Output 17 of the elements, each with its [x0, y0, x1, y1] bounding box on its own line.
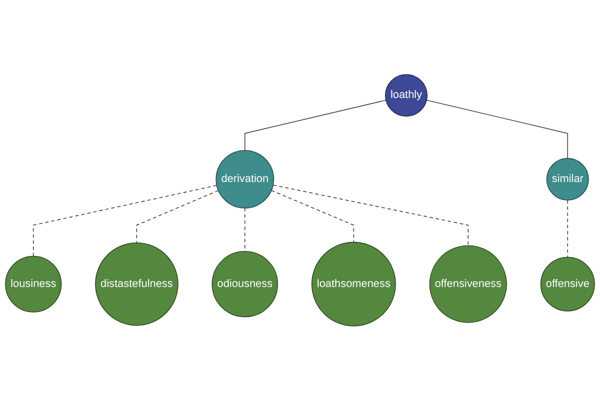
connector [244, 100, 386, 151]
node-circle: derivation [216, 150, 274, 208]
connector [244, 208, 246, 252]
node-circle: offensive [540, 256, 595, 312]
node-circle: loathsomeness [311, 242, 396, 326]
node-circle: loathly [385, 74, 428, 116]
node-circle: lousiness [5, 256, 62, 312]
connector [136, 190, 219, 243]
connector [567, 200, 568, 258]
node-circle: distastefulness [95, 242, 178, 326]
connector [272, 184, 468, 246]
connector [33, 184, 218, 256]
connector [271, 190, 354, 242]
node-circle: offensiveness [429, 245, 507, 323]
connector [426, 100, 568, 158]
node-circle: similar [546, 158, 589, 200]
node-circle: odiousness [212, 250, 278, 317]
